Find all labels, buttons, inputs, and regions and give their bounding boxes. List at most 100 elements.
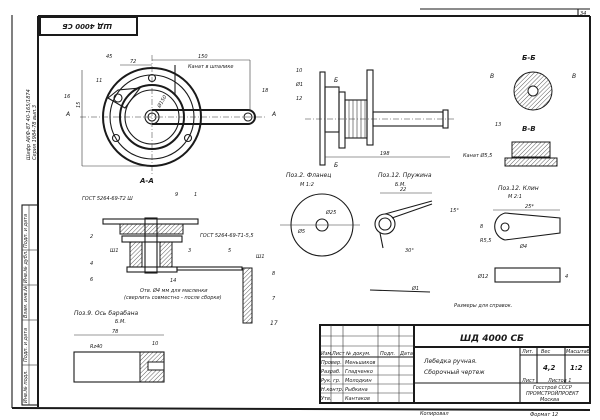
tb-role: Провер. — [321, 360, 342, 366]
part-scale: М 1:2 — [300, 182, 314, 188]
callout: 11 — [96, 78, 102, 84]
dim: 15° — [450, 208, 459, 214]
tb-role: Разраб. — [321, 369, 341, 375]
part-title: Поз.12. Пружина — [378, 172, 432, 179]
tb-name: Гладченко — [345, 369, 373, 375]
section-aa: ГОСТ 5264-69-Т2 Ш ГОСТ 5264-69-Т1-5,5 9 … — [82, 192, 278, 327]
archive-note: Шифр АКФ-87 40-165/1874 — [26, 89, 32, 160]
drawing-frame — [11, 8, 591, 411]
dim: 30° — [405, 248, 414, 254]
dim: 25* — [525, 204, 534, 210]
mass-value: 4,2 — [543, 364, 556, 372]
callout: 2 — [90, 234, 93, 240]
tb-role: Н.контр. — [321, 387, 343, 393]
dim: Ø12 — [477, 273, 488, 280]
dim: Ø25 — [325, 209, 336, 216]
dim: 10 — [152, 341, 158, 347]
reference-note: Размеры для справок. — [454, 303, 512, 309]
callout: 13 — [495, 122, 501, 128]
margin-col: Инв.№ подл. — [23, 370, 29, 403]
dim: 72 — [130, 59, 136, 65]
callout: 12 — [296, 96, 302, 102]
callout: 3 — [188, 248, 191, 254]
gost-note: ГОСТ 5264-69-Т1-5,5 — [200, 233, 254, 239]
dim: R5,5 — [480, 238, 491, 244]
section-bb: Б-Б В В — [490, 54, 576, 111]
tb-name: Рыбкина — [345, 387, 368, 393]
org-name: ПРОМСТРОЙПРОЕКТ — [526, 390, 580, 397]
dim: Ø5 — [297, 228, 305, 235]
part-key: Поз.12. Клин М 2:1 25* 8 R5,5 Ø4 Ø12 4 — [477, 185, 568, 283]
tb-header: Дата — [399, 351, 413, 357]
dim: Rz40 — [90, 344, 102, 350]
margin-col: Подп. и дата — [23, 328, 29, 362]
callout: 14 — [170, 278, 176, 284]
title-block: ШД 4000 СБ Лебедка ручная. Сборочный чер… — [319, 324, 591, 418]
series-note: Серия 1984-78 вып.3 — [32, 105, 38, 160]
dim: 198 — [380, 151, 390, 157]
front-view-note: Канат в шпалике — [188, 64, 233, 70]
drill-note: (сверлить совместно - после сборки) — [124, 295, 222, 301]
part-scale: М 2:1 — [508, 194, 522, 200]
rotated-stamp: ШД 4000 СБ — [39, 16, 138, 36]
part-title: Поз.2. Фланец — [286, 172, 331, 179]
view-label: Б-Б — [522, 54, 536, 62]
tb-header: Изм. — [321, 351, 333, 357]
tb-name: Кантаков — [345, 396, 370, 402]
front-view: 150 72 45 15 Ø150 11 16 18 Канат в шпали… — [64, 54, 276, 185]
cut-mark: А — [65, 111, 70, 118]
dim: 22 — [400, 187, 406, 193]
callout: 9 — [175, 192, 178, 198]
copied-label: Копировал — [420, 411, 449, 417]
part-flange: Поз.2. Фланец М 1:2 Ø25 Ø5 — [280, 172, 360, 257]
dim: 15 — [76, 102, 82, 108]
part-scale: Б.М. — [115, 319, 126, 325]
part-title: Поз.12. Клин — [498, 185, 539, 192]
callout: 7 — [272, 296, 276, 302]
tb-label: Масштаб — [566, 349, 590, 355]
drill-note: Отв. Ø4 мм для масленки — [140, 287, 208, 294]
callout: Ø1 — [295, 81, 303, 88]
callout: 10 — [296, 68, 302, 74]
tb-role: Рук. гр. — [321, 378, 341, 384]
view-label: В-В — [522, 125, 536, 133]
dim: Ø4 — [519, 243, 527, 250]
scale-value: 1:2 — [570, 364, 583, 372]
dim: Ø150 — [155, 94, 168, 110]
part-title: Поз.9. Ось барабана — [74, 310, 139, 317]
part-axle: Поз.9. Ось барабана Б.М. 78 10 Rz40 — [73, 310, 165, 383]
title-line: Лебедка ручная. — [423, 358, 477, 365]
callout: Ш1 — [110, 248, 119, 254]
section-note: Канат Ø5,5 — [463, 152, 492, 159]
gost-note: ГОСТ 5264-69-Т2 Ш — [82, 196, 133, 202]
callout: 5 — [228, 248, 231, 254]
cut-mark: Б — [334, 77, 338, 84]
callout: 8 — [272, 271, 275, 277]
margin-col: Взам. инв.№ — [23, 286, 29, 318]
tb-label: Лит. — [521, 349, 534, 355]
cut-mark: А — [271, 111, 276, 118]
org-name: Москва — [540, 397, 559, 403]
section-vv: В-В 13 Канат Ø5,5 — [463, 122, 558, 167]
callout: 17 — [270, 320, 278, 327]
cut-mark: В — [572, 73, 576, 80]
org-name: Госстрой СССР — [533, 385, 572, 391]
callout: Ш1 — [256, 254, 265, 260]
tb-role: Утв. — [321, 396, 332, 402]
sheet-number: 34 — [580, 11, 586, 17]
tb-header: № докум. — [345, 351, 371, 357]
view-label: А-А — [139, 177, 154, 185]
dim: 45 — [106, 54, 112, 60]
dim: Ø1 — [411, 285, 419, 292]
doc-code: ШД 4000 СБ — [460, 334, 524, 344]
tb-label: Вес — [541, 349, 551, 355]
margin-col: Подп. и дата — [23, 214, 29, 248]
title-line: Сборочный чертеж — [424, 369, 485, 376]
callout: 1 — [194, 192, 197, 198]
tb-label: Листов 1 — [547, 378, 571, 384]
format-label: Формат 12 — [530, 412, 558, 418]
tb-name: Молодкин — [345, 378, 372, 384]
callout: 18 — [262, 88, 268, 94]
dim: 78 — [112, 329, 118, 335]
dim: 8 — [480, 224, 483, 230]
